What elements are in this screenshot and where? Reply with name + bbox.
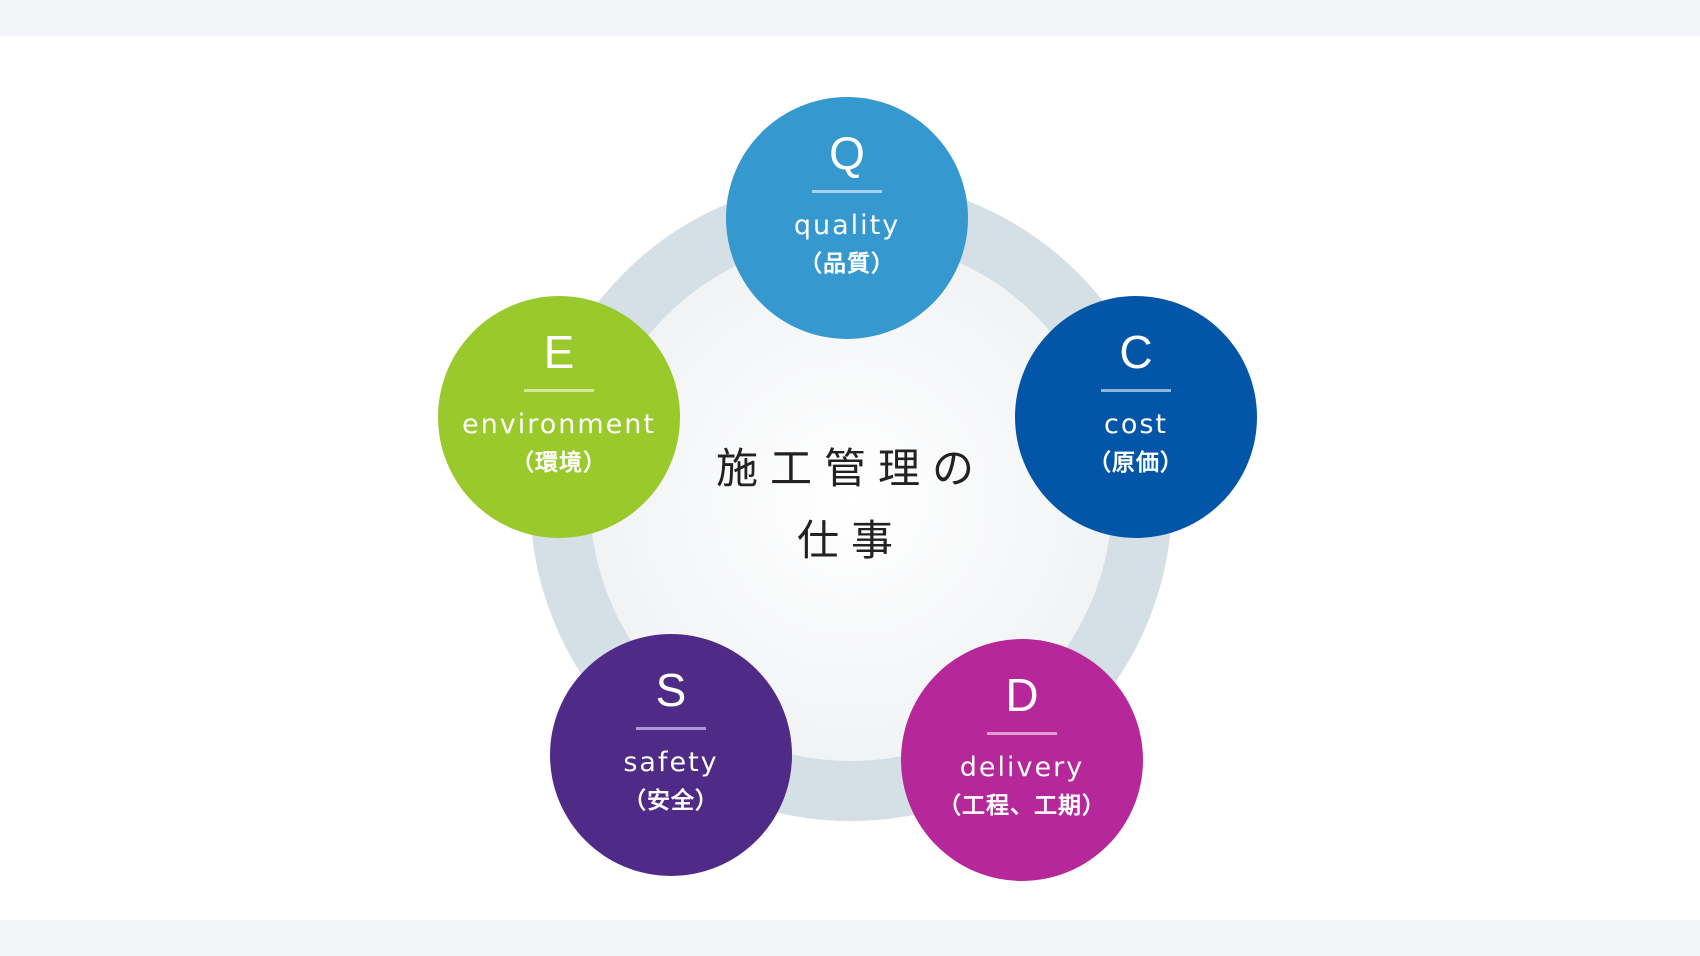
node-label-jp: （安全） bbox=[623, 788, 719, 814]
center-title-line2: 仕事 bbox=[796, 516, 905, 565]
node-letter: C bbox=[1119, 326, 1153, 378]
center-disc bbox=[589, 238, 1113, 762]
divider bbox=[636, 727, 706, 730]
node-label: safety bbox=[623, 747, 719, 778]
node-label-jp: （品質） bbox=[799, 251, 895, 277]
node-label-jp: （工程、工期） bbox=[938, 793, 1106, 819]
bottom-band bbox=[0, 920, 1700, 956]
node-letter: Q bbox=[829, 127, 865, 179]
divider bbox=[812, 190, 882, 193]
node-environment: E environment （環境） bbox=[438, 296, 680, 538]
node-letter: D bbox=[1005, 669, 1039, 721]
node-label-jp: （原価） bbox=[1088, 450, 1184, 476]
node-letter: E bbox=[543, 326, 575, 378]
node-label: delivery bbox=[959, 752, 1085, 783]
node-label: quality bbox=[793, 210, 901, 241]
center-title: 施工管理の 仕事 bbox=[651, 433, 1051, 577]
center-title-line1: 施工管理の bbox=[715, 444, 986, 493]
node-label: environment bbox=[462, 409, 656, 440]
node-letter: S bbox=[655, 664, 687, 716]
divider bbox=[987, 732, 1057, 735]
node-safety: S safety （安全） bbox=[550, 634, 792, 876]
node-quality: Q quality （品質） bbox=[726, 97, 968, 339]
divider bbox=[1101, 389, 1171, 392]
top-band bbox=[0, 0, 1700, 36]
divider bbox=[524, 389, 594, 392]
node-label: cost bbox=[1103, 409, 1169, 440]
node-delivery: D delivery （工程、工期） bbox=[901, 639, 1143, 881]
node-label-jp: （環境） bbox=[511, 450, 607, 476]
node-cost: C cost （原価） bbox=[1015, 296, 1257, 538]
